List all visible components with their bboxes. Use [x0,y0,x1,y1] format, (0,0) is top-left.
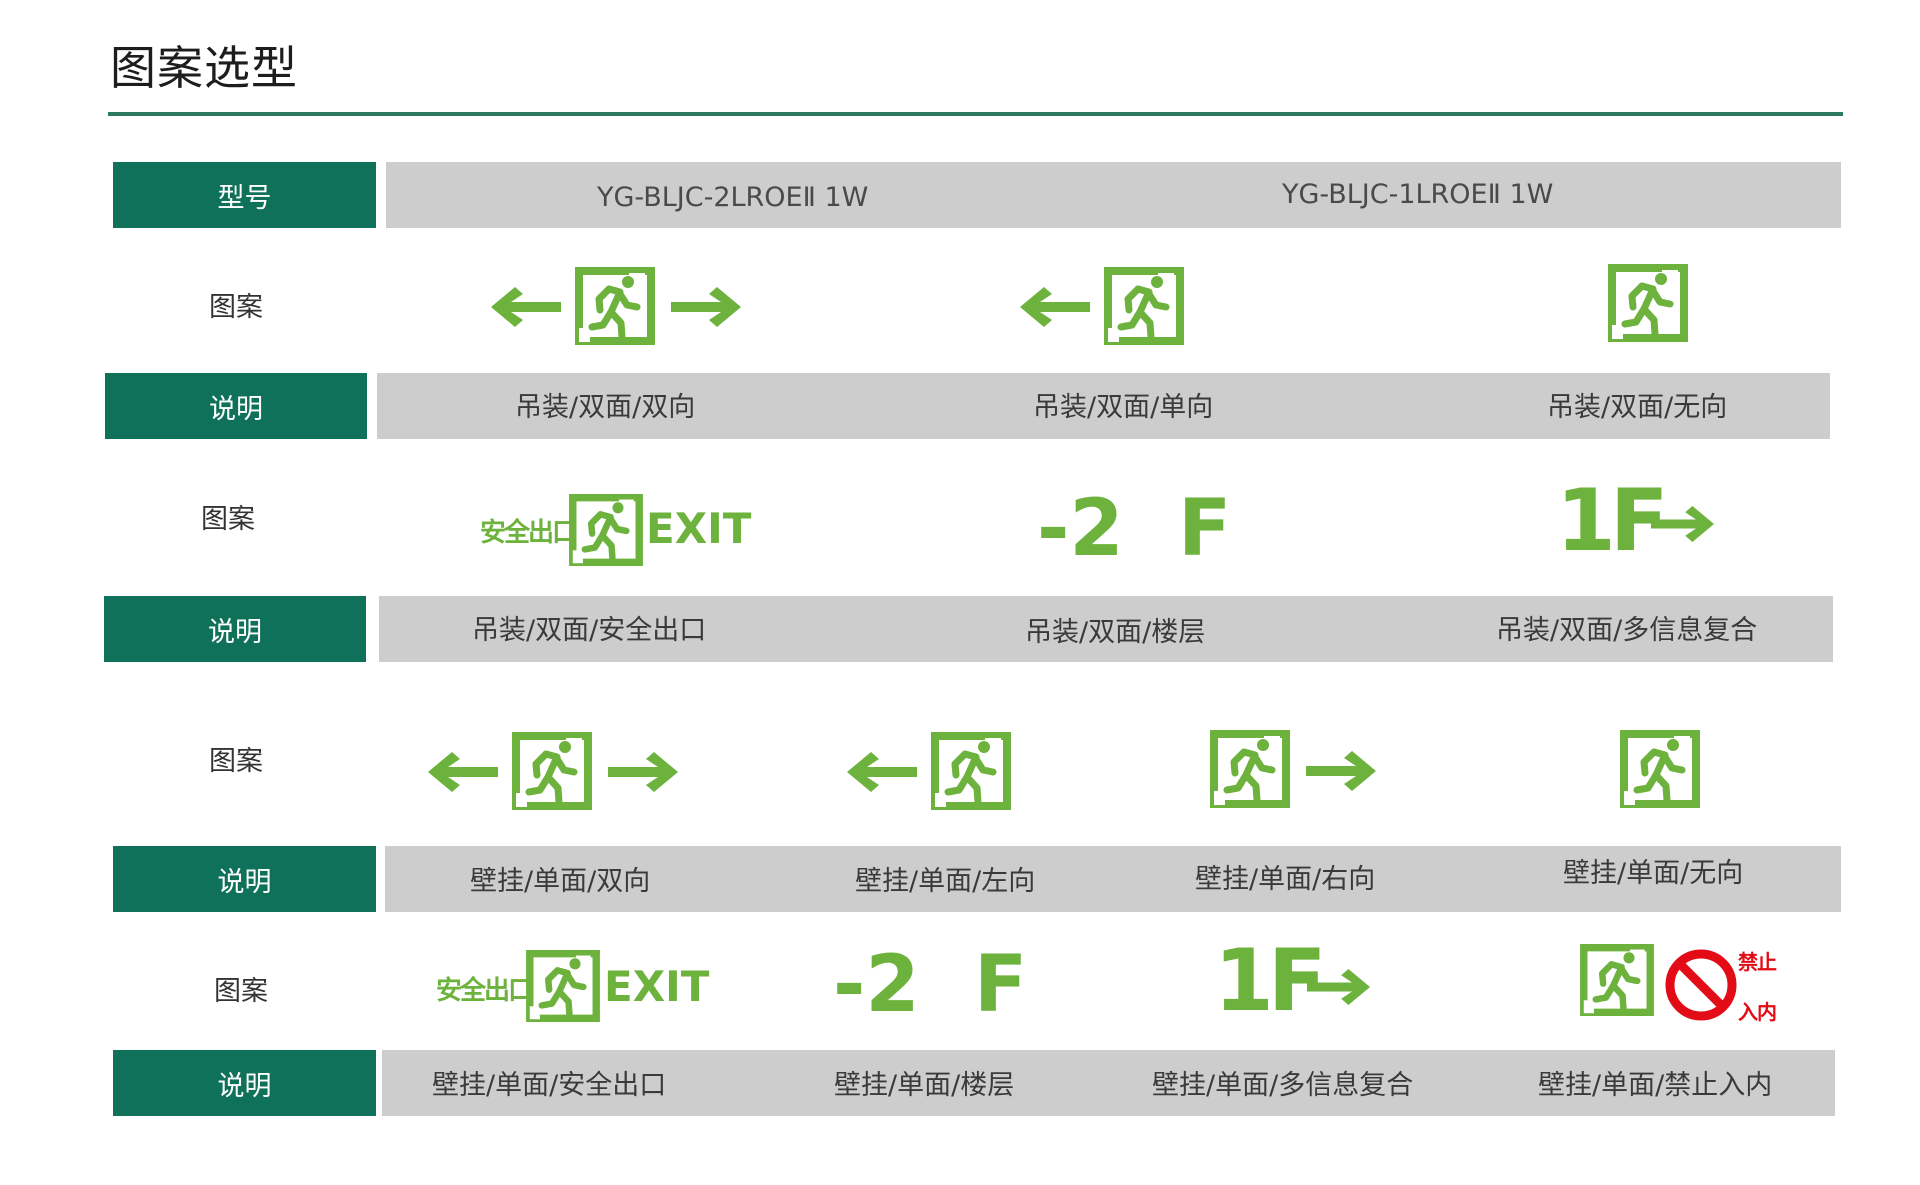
desc-2-2: 吊装/双面/楼层 [1025,617,1206,648]
desc-4-2: 壁挂/单面/楼层 [834,1070,1015,1101]
exit-sign-icon [1104,267,1184,345]
desc-bar-1 [377,373,1830,439]
arrow-right-icon [1306,751,1376,791]
desc-3-3: 壁挂/单面/右向 [1195,864,1376,895]
no-entry-top-text: 禁止 [1738,950,1777,974]
desc-1-3: 吊装/双面/无向 [1547,392,1728,423]
pattern-label-1: 图案 [209,292,263,323]
exit-sign-icon [524,950,602,1022]
desc-label-1: 说明 [105,373,367,439]
desc-bar-3 [385,846,1841,912]
prohibition-icon [1665,949,1737,1021]
arrow-right-icon [608,752,678,792]
desc-label-4: 说明 [113,1050,376,1116]
pattern-label-3: 图案 [209,746,263,777]
exit-sign-icon [575,267,655,345]
exit-sign-icon [567,494,645,566]
floor-1f-text: 1F [1556,471,1669,571]
safety-exit-cn-text: 安全出口 [480,518,578,548]
desc-4-1: 壁挂/单面/安全出口 [432,1070,667,1101]
floor-minus2-icon: -2 F [1037,484,1232,574]
exit-sign-icon [512,732,592,810]
pattern-label-4: 图案 [214,976,268,1007]
desc-bar-2 [379,596,1833,662]
desc-3-2: 壁挂/单面/左向 [855,866,1036,897]
pattern-label-2: 图案 [201,504,255,535]
desc-1-2: 吊装/双面/单向 [1033,392,1214,423]
exit-en-text: EXIT [604,962,710,1011]
safety-exit-icon: 安全出口 EXIT [480,494,751,568]
model-label: 型号 [113,162,376,228]
exit-sign-icon [1620,730,1700,808]
exit-sign-icon [1210,730,1290,808]
desc-2-1: 吊装/双面/安全出口 [472,615,707,646]
desc-4-4: 壁挂/单面/禁止入内 [1538,1070,1773,1101]
desc-3-4: 壁挂/单面/无向 [1563,858,1744,889]
arrow-left-icon [428,752,498,792]
arrow-right-icon [1651,506,1714,542]
arrow-left-icon [847,752,917,792]
desc-3-1: 壁挂/单面/双向 [470,866,651,897]
title-divider [108,112,1843,116]
safety-exit-icon: 安全出口 EXIT [436,950,709,1024]
desc-label-2: 说明 [104,596,366,662]
arrow-right-icon [1307,969,1370,1005]
exit-sign-icon [931,732,1011,810]
safety-exit-cn-text: 安全出口 [436,976,534,1006]
model-name-2: YG-BLJC-1LROEⅡ 1W [1282,179,1554,210]
page-title: 图案选型 [110,41,298,95]
no-entry-icon: 禁止 入内 [1578,944,1778,1024]
arrow-left-icon [1020,287,1090,327]
floor-minus2-icon: -2 F [833,940,1028,1030]
exit-sign-icon [1578,944,1656,1016]
floor-1f-arrow-icon: 1F [1214,936,1374,1026]
model-bar [386,162,1841,228]
exit-sign-icon [1608,264,1688,342]
desc-label-3: 说明 [113,846,376,912]
no-entry-bottom-text: 入内 [1738,1000,1777,1024]
desc-4-3: 壁挂/单面/多信息复合 [1152,1070,1414,1101]
floor-1f-arrow-icon: 1F [1556,476,1716,566]
arrow-right-icon [671,287,741,327]
desc-2-3: 吊装/双面/多信息复合 [1496,615,1758,646]
desc-1-1: 吊装/双面/双向 [515,392,696,423]
desc-bar-4 [382,1050,1835,1116]
arrow-left-icon [491,287,561,327]
floor-1f-text: 1F [1214,931,1327,1031]
model-name-1: YG-BLJC-2LROEⅡ 1W [597,182,869,213]
exit-en-text: EXIT [646,504,752,553]
